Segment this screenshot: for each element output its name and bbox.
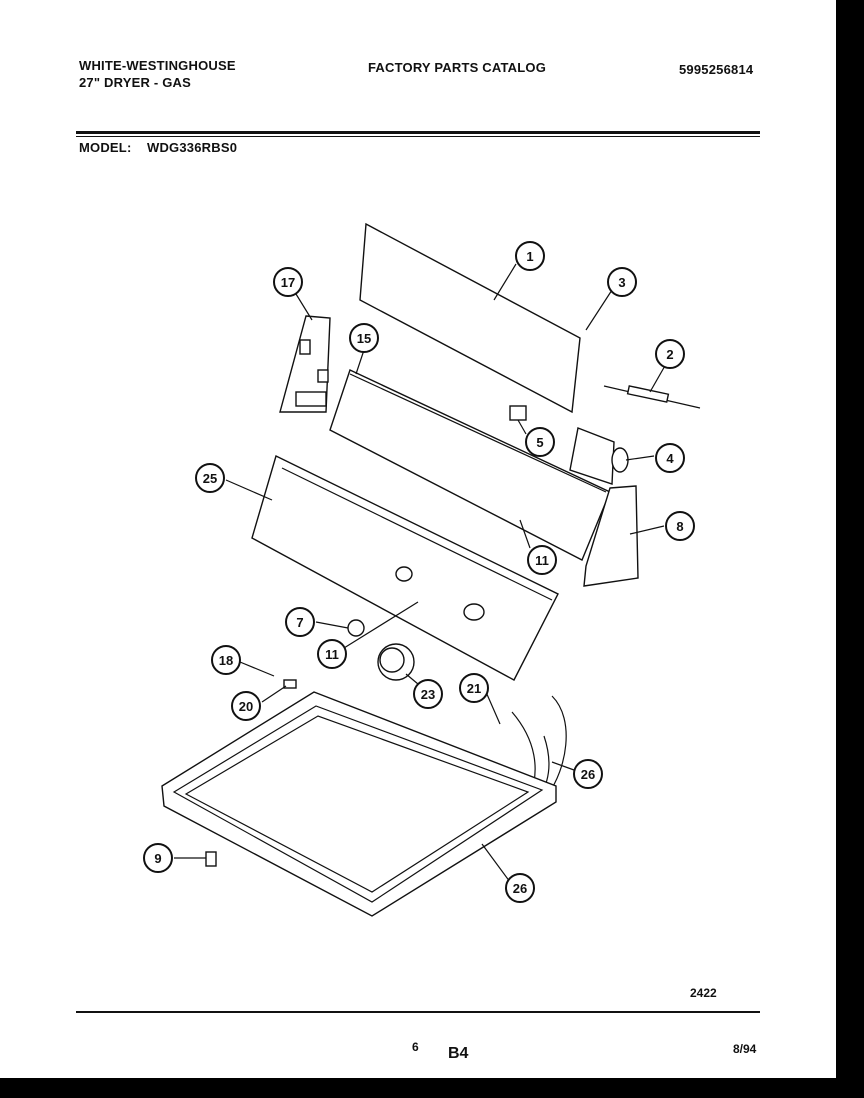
callout-25: 25 xyxy=(195,463,225,493)
brand-name: WHITE-WESTINGHOUSE xyxy=(79,58,236,73)
backguard-part xyxy=(329,369,611,561)
callout-26-top: 26 xyxy=(505,873,535,903)
svg-text:8: 8 xyxy=(676,519,683,534)
end-cap-part xyxy=(583,485,639,587)
svg-text:26: 26 xyxy=(513,881,527,896)
callout-8: 8 xyxy=(665,511,695,541)
svg-text:18: 18 xyxy=(219,653,233,668)
catalog-page: WHITE-WESTINGHOUSE 27" DRYER - GAS FACTO… xyxy=(0,0,836,1078)
footer-rule xyxy=(76,1011,760,1013)
figure-number: 2422 xyxy=(690,986,717,1000)
section-code: B4 xyxy=(448,1045,469,1062)
header-rule-thin xyxy=(76,136,760,137)
callout-11-upper: 11 xyxy=(527,545,557,575)
svg-text:5: 5 xyxy=(536,435,543,450)
svg-text:11: 11 xyxy=(535,553,549,568)
callout-23: 23 xyxy=(413,679,443,709)
callout-1: 1 xyxy=(515,241,545,271)
svg-text:3: 3 xyxy=(618,275,625,290)
svg-text:2: 2 xyxy=(666,347,673,362)
catalog-number: 5995256814 xyxy=(679,62,754,77)
exploded-parts-diagram: 1 3 2 17 15 5 4 25 8 11 7 11 18 23 20 21… xyxy=(143,222,701,917)
callout-11-lower: 11 xyxy=(317,639,347,669)
callout-5: 5 xyxy=(525,427,555,457)
svg-text:15: 15 xyxy=(357,331,371,346)
svg-text:7: 7 xyxy=(296,615,303,630)
product-description: 27" DRYER - GAS xyxy=(79,75,191,90)
rear-panel-part xyxy=(359,222,581,414)
svg-text:26: 26 xyxy=(581,767,595,782)
svg-text:21: 21 xyxy=(467,681,481,696)
dryer-top-part xyxy=(161,691,557,917)
revision-date: 8/94 xyxy=(733,1042,757,1056)
model-value: WDG336RBS0 xyxy=(147,140,238,155)
callout-9: 9 xyxy=(143,843,173,873)
svg-text:1: 1 xyxy=(526,249,533,264)
catalog-title: FACTORY PARTS CATALOG xyxy=(368,60,547,75)
left-bracket-part xyxy=(279,315,331,413)
callout-4: 4 xyxy=(655,443,685,473)
svg-text:4: 4 xyxy=(666,451,674,466)
svg-text:9: 9 xyxy=(154,851,161,866)
header-rule-thick xyxy=(76,131,760,134)
callout-7: 7 xyxy=(285,607,315,637)
knob-part xyxy=(347,619,365,637)
page-number: 6 xyxy=(412,1040,419,1054)
callout-20: 20 xyxy=(231,691,261,721)
callout-17: 17 xyxy=(273,267,303,297)
callout-3: 3 xyxy=(607,267,637,297)
callout-15: 15 xyxy=(349,323,379,353)
switch-part xyxy=(509,405,527,421)
svg-text:17: 17 xyxy=(281,275,295,290)
screw-part xyxy=(283,679,297,689)
callout-21: 21 xyxy=(459,673,489,703)
timer-part xyxy=(569,427,615,485)
svg-text:11: 11 xyxy=(325,647,339,662)
callout-18: 18 xyxy=(211,645,241,675)
callout-2: 2 xyxy=(655,339,685,369)
svg-text:20: 20 xyxy=(239,699,253,714)
model-label: MODEL: xyxy=(79,140,132,155)
svg-text:25: 25 xyxy=(203,471,217,486)
svg-text:23: 23 xyxy=(421,687,435,702)
callout-26-wires: 26 xyxy=(573,759,603,789)
fastener-part xyxy=(205,851,217,867)
